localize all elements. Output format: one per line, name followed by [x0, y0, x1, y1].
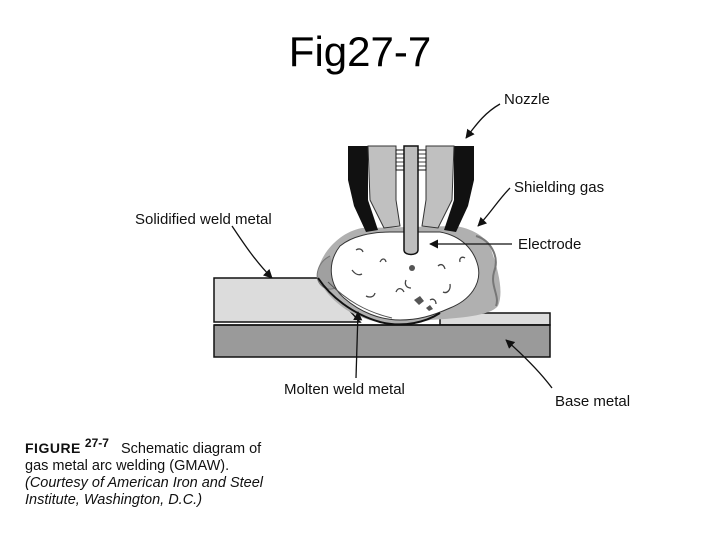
caption-figure-number: 27-7 — [84, 436, 109, 450]
solidified-weld-leader — [231, 225, 273, 279]
nozzle-leader — [465, 103, 501, 139]
slide-title: Fig27-7 — [288, 28, 432, 75]
metal-droplets — [351, 248, 466, 305]
shielding-gas-leader — [477, 187, 511, 227]
molten-weld-bead — [317, 277, 441, 326]
label-nozzle: Nozzle — [504, 91, 550, 108]
base-metal-leader — [505, 339, 553, 389]
droplet-dots — [409, 265, 433, 311]
electrode-wire — [403, 145, 419, 256]
label-molten-weld-metal: Molten weld metal — [284, 381, 405, 398]
label-shielding-gas: Shielding gas — [514, 179, 604, 196]
caption-figure-word: FIGURE — [25, 440, 81, 456]
molten-weld-leader — [353, 311, 363, 379]
caption-text: Schematic diagram of gas metal arc weldi… — [25, 441, 262, 474]
label-electrode: Electrode — [518, 236, 581, 253]
caption-credit: (Courtesy of American Iron and Steel Ins… — [25, 475, 264, 508]
label-base-metal: Base metal — [555, 393, 630, 410]
label-solidified-weld-metal: Solidified weld metal — [135, 211, 272, 228]
nozzle-body — [348, 145, 474, 232]
weld-pool — [330, 231, 480, 321]
base-metal-plate — [213, 324, 551, 358]
